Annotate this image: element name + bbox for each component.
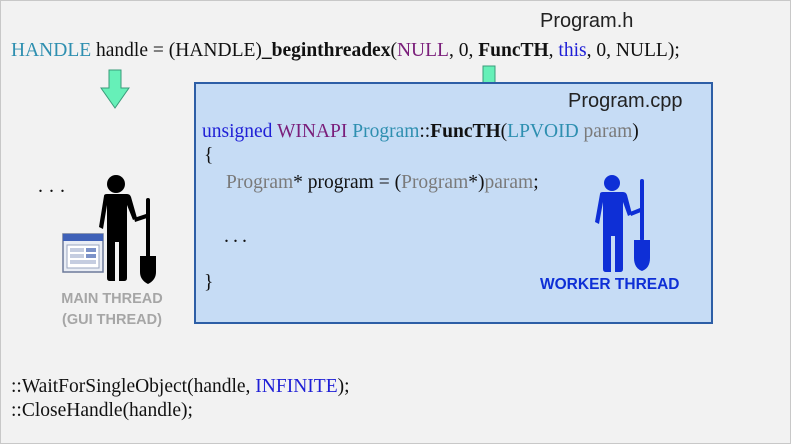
body-ellipsis: ... <box>224 225 251 247</box>
main-ellipsis: ... <box>38 175 71 197</box>
winapi-kw: WINAPI <box>272 121 353 142</box>
down-arrow-icon <box>100 69 130 109</box>
semicolon: ; <box>533 172 539 193</box>
program-h-label: Program.h <box>540 10 634 32</box>
beginthreadex-line: HANDLE handle = (HANDLE)_beginthreadex(N… <box>11 40 680 62</box>
brace-close: } <box>204 272 214 293</box>
worker-with-shovel-icon <box>99 175 156 284</box>
cast-type: Program <box>401 172 469 193</box>
functh-signature: unsigned WINAPI Program::FuncTH(LPVOID p… <box>202 121 639 143</box>
open-paren: ( <box>390 40 397 61</box>
handle-type: HANDLE <box>11 40 92 61</box>
scope-op: :: <box>419 121 431 142</box>
functh-arg: FuncTH <box>478 40 549 61</box>
worker-thread-label: WORKER THREAD <box>540 276 680 293</box>
beginthreadex-func: _beginthreadex <box>261 40 391 61</box>
functh-name: FuncTH <box>430 121 501 142</box>
program-class: Program <box>352 121 420 142</box>
close-handle-line: ::CloseHandle(handle); <box>11 400 193 421</box>
unsigned-kw: unsigned <box>202 121 273 142</box>
handle-decl: handle = (HANDLE) <box>91 40 262 61</box>
sig-open: ( <box>500 121 508 142</box>
sig-close: ) <box>632 121 639 142</box>
this-arg: this <box>558 40 587 61</box>
brace-open: { <box>204 145 214 166</box>
param-name: param <box>578 121 633 142</box>
main-thread-line2: (GUI THREAD) <box>62 312 162 328</box>
decl-mid: * program = ( <box>293 172 402 193</box>
param-ref: param <box>484 172 534 193</box>
worker-with-shovel-icon <box>595 175 650 272</box>
window-app-icon <box>62 233 104 273</box>
main-thread-label: MAIN THREAD (GUI THREAD) <box>42 289 182 331</box>
args-comma: , <box>548 40 559 61</box>
args-mid: , 0, <box>448 40 479 61</box>
program-cpp-label: Program.cpp <box>568 90 683 112</box>
main-thread-line1: MAIN THREAD <box>61 291 163 307</box>
wait-line: ::WaitForSingleObject(handle, INFINITE); <box>11 376 350 398</box>
cast-end: *) <box>468 172 485 193</box>
lpvoid-type: LPVOID <box>507 121 579 142</box>
infinite-const: INFINITE <box>255 376 338 397</box>
program-type: Program <box>226 172 294 193</box>
wait-end: ); <box>337 376 350 397</box>
null-arg: NULL <box>396 40 449 61</box>
cast-line: Program* program = (Program*)param; <box>226 172 539 194</box>
wait-call: ::WaitForSingleObject(handle, <box>11 376 256 397</box>
args-tail: , 0, NULL); <box>586 40 680 61</box>
